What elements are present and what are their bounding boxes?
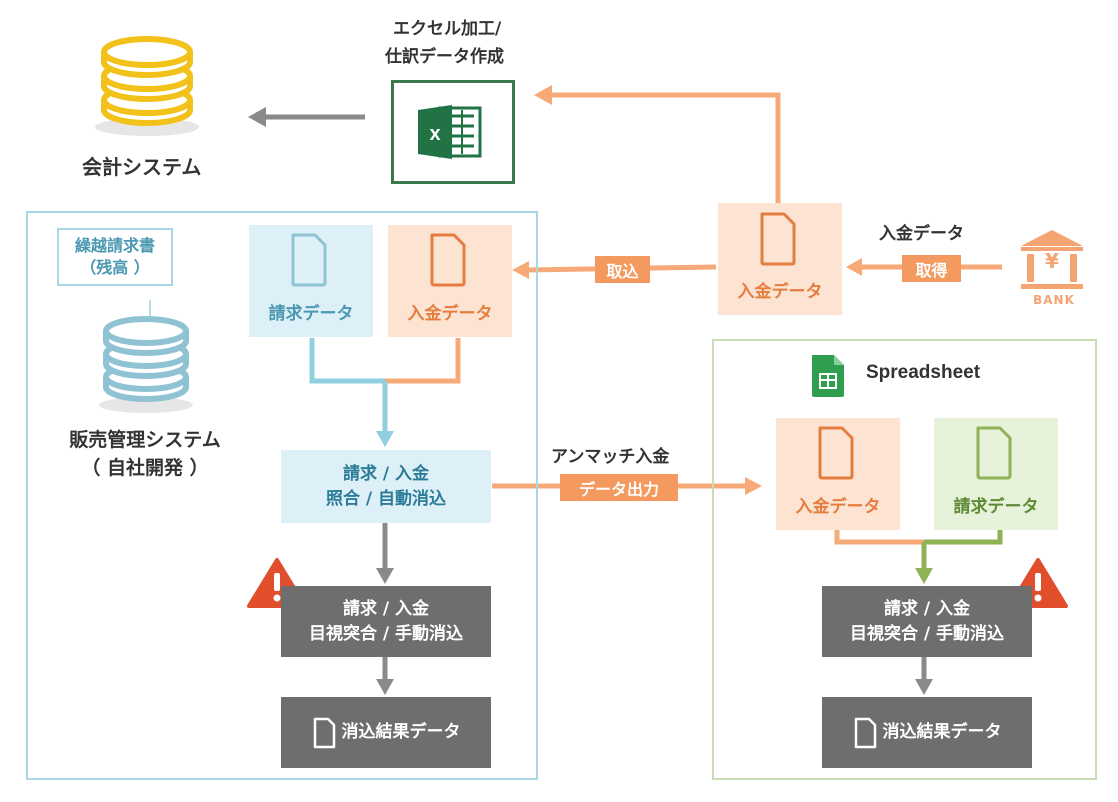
- sales-system-name-line1: 販売管理システム: [69, 429, 221, 452]
- arrowhead-excel: [534, 85, 552, 105]
- arrowhead-ss-result: [915, 679, 933, 695]
- line-ss-payment-merge: [834, 530, 924, 545]
- bank-data-label: 入金データ: [879, 224, 964, 244]
- ss-manual-match-line1: 請求 / 入金: [883, 598, 971, 619]
- result-data-box: 消込結果データ: [281, 697, 491, 768]
- sales-system-name: 販売管理システム （ 自社開発 ）: [40, 424, 250, 486]
- document-icon: [760, 212, 796, 266]
- arrowhead-manual: [376, 568, 394, 584]
- manual-match-box: 請求 / 入金 目視突合 / 手動消込: [281, 586, 491, 657]
- invoice-data-label: 請求データ: [268, 304, 354, 325]
- fetch-tag: 取得: [902, 255, 961, 282]
- accounting-label: 会計システム: [82, 155, 202, 179]
- document-icon: [854, 717, 876, 748]
- payment-data-box: 入金データ: [388, 225, 512, 337]
- line-invoice-merge: [309, 338, 385, 384]
- manual-match-line1: 請求 / 入金: [342, 598, 430, 619]
- arrowhead-sales: [512, 261, 529, 279]
- carryover-note-line1: 繰越請求書: [74, 236, 155, 256]
- result-data-label: 消込結果データ: [341, 722, 461, 743]
- google-sheets-icon: [812, 355, 844, 397]
- incoming-data-label: 入金データ: [737, 282, 823, 303]
- bank-symbol: ¥: [1045, 249, 1059, 273]
- sales-system-name-line2: （ 自社開発 ）: [81, 457, 209, 479]
- excel-box: [391, 80, 515, 184]
- ss-payment-data-box: 入金データ: [776, 418, 900, 530]
- ss-payment-data-label: 入金データ: [795, 497, 881, 518]
- arrowhead-spreadsheet: [745, 477, 762, 495]
- import-tag: 取込: [595, 256, 650, 283]
- spreadsheet-title: Spreadsheet: [866, 362, 981, 383]
- invoice-data-box: 請求データ: [249, 225, 373, 337]
- arrowhead-result: [376, 679, 394, 695]
- ss-manual-match-box: 請求 / 入金 目視突合 / 手動消込: [822, 586, 1032, 657]
- excel-icon: x: [418, 105, 482, 159]
- spreadsheet-panel: [712, 339, 1097, 780]
- unmatched-caption: アンマッチ入金: [551, 447, 670, 467]
- document-icon: [313, 717, 335, 748]
- sales-system-panel: [26, 211, 538, 780]
- arrowhead-accounting: [248, 107, 266, 127]
- payment-data-label: 入金データ: [407, 304, 493, 325]
- document-icon: [976, 426, 1012, 480]
- svg-text:x: x: [429, 123, 440, 145]
- sales-database-icon: [99, 316, 193, 413]
- database-icon: [95, 36, 199, 136]
- carryover-note: 繰越請求書 （残高 ）: [57, 228, 173, 286]
- bank-icon: [1021, 230, 1083, 289]
- document-icon: [291, 233, 327, 287]
- incoming-data-box: 入金データ: [718, 203, 842, 315]
- manual-match-line2: 目視突合 / 手動消込: [308, 623, 464, 644]
- auto-match-line1: 請求 / 入金: [342, 463, 430, 484]
- ss-invoice-data-label: 請求データ: [953, 497, 1039, 518]
- excel-caption-line1: エクセル加工/: [393, 19, 502, 39]
- arrowhead-ss-manual: [915, 568, 933, 584]
- arrowhead-incoming: [846, 258, 862, 276]
- auto-match-box: 請求 / 入金 照合 / 自動消込: [281, 450, 491, 523]
- data-export-tag: データ出力: [560, 474, 678, 501]
- line-payment-merge: [385, 338, 461, 384]
- ss-invoice-data-box: 請求データ: [934, 418, 1058, 530]
- ss-result-data-label: 消込結果データ: [882, 722, 1002, 743]
- arrow-incoming-to-excel: [548, 92, 781, 203]
- document-icon: [818, 426, 854, 480]
- ss-result-data-box: 消込結果データ: [822, 697, 1032, 768]
- document-icon: [430, 233, 466, 287]
- bank-label: BANK: [1033, 293, 1075, 307]
- carryover-note-line2: （残高 ）: [80, 258, 150, 277]
- line-ss-invoice-merge: [924, 530, 1003, 545]
- excel-caption-line2: 仕訳データ作成: [385, 47, 504, 67]
- auto-match-line2: 照合 / 自動消込: [325, 488, 447, 509]
- ss-manual-match-line2: 目視突合 / 手動消込: [849, 623, 1005, 644]
- arrowhead-match: [376, 431, 394, 447]
